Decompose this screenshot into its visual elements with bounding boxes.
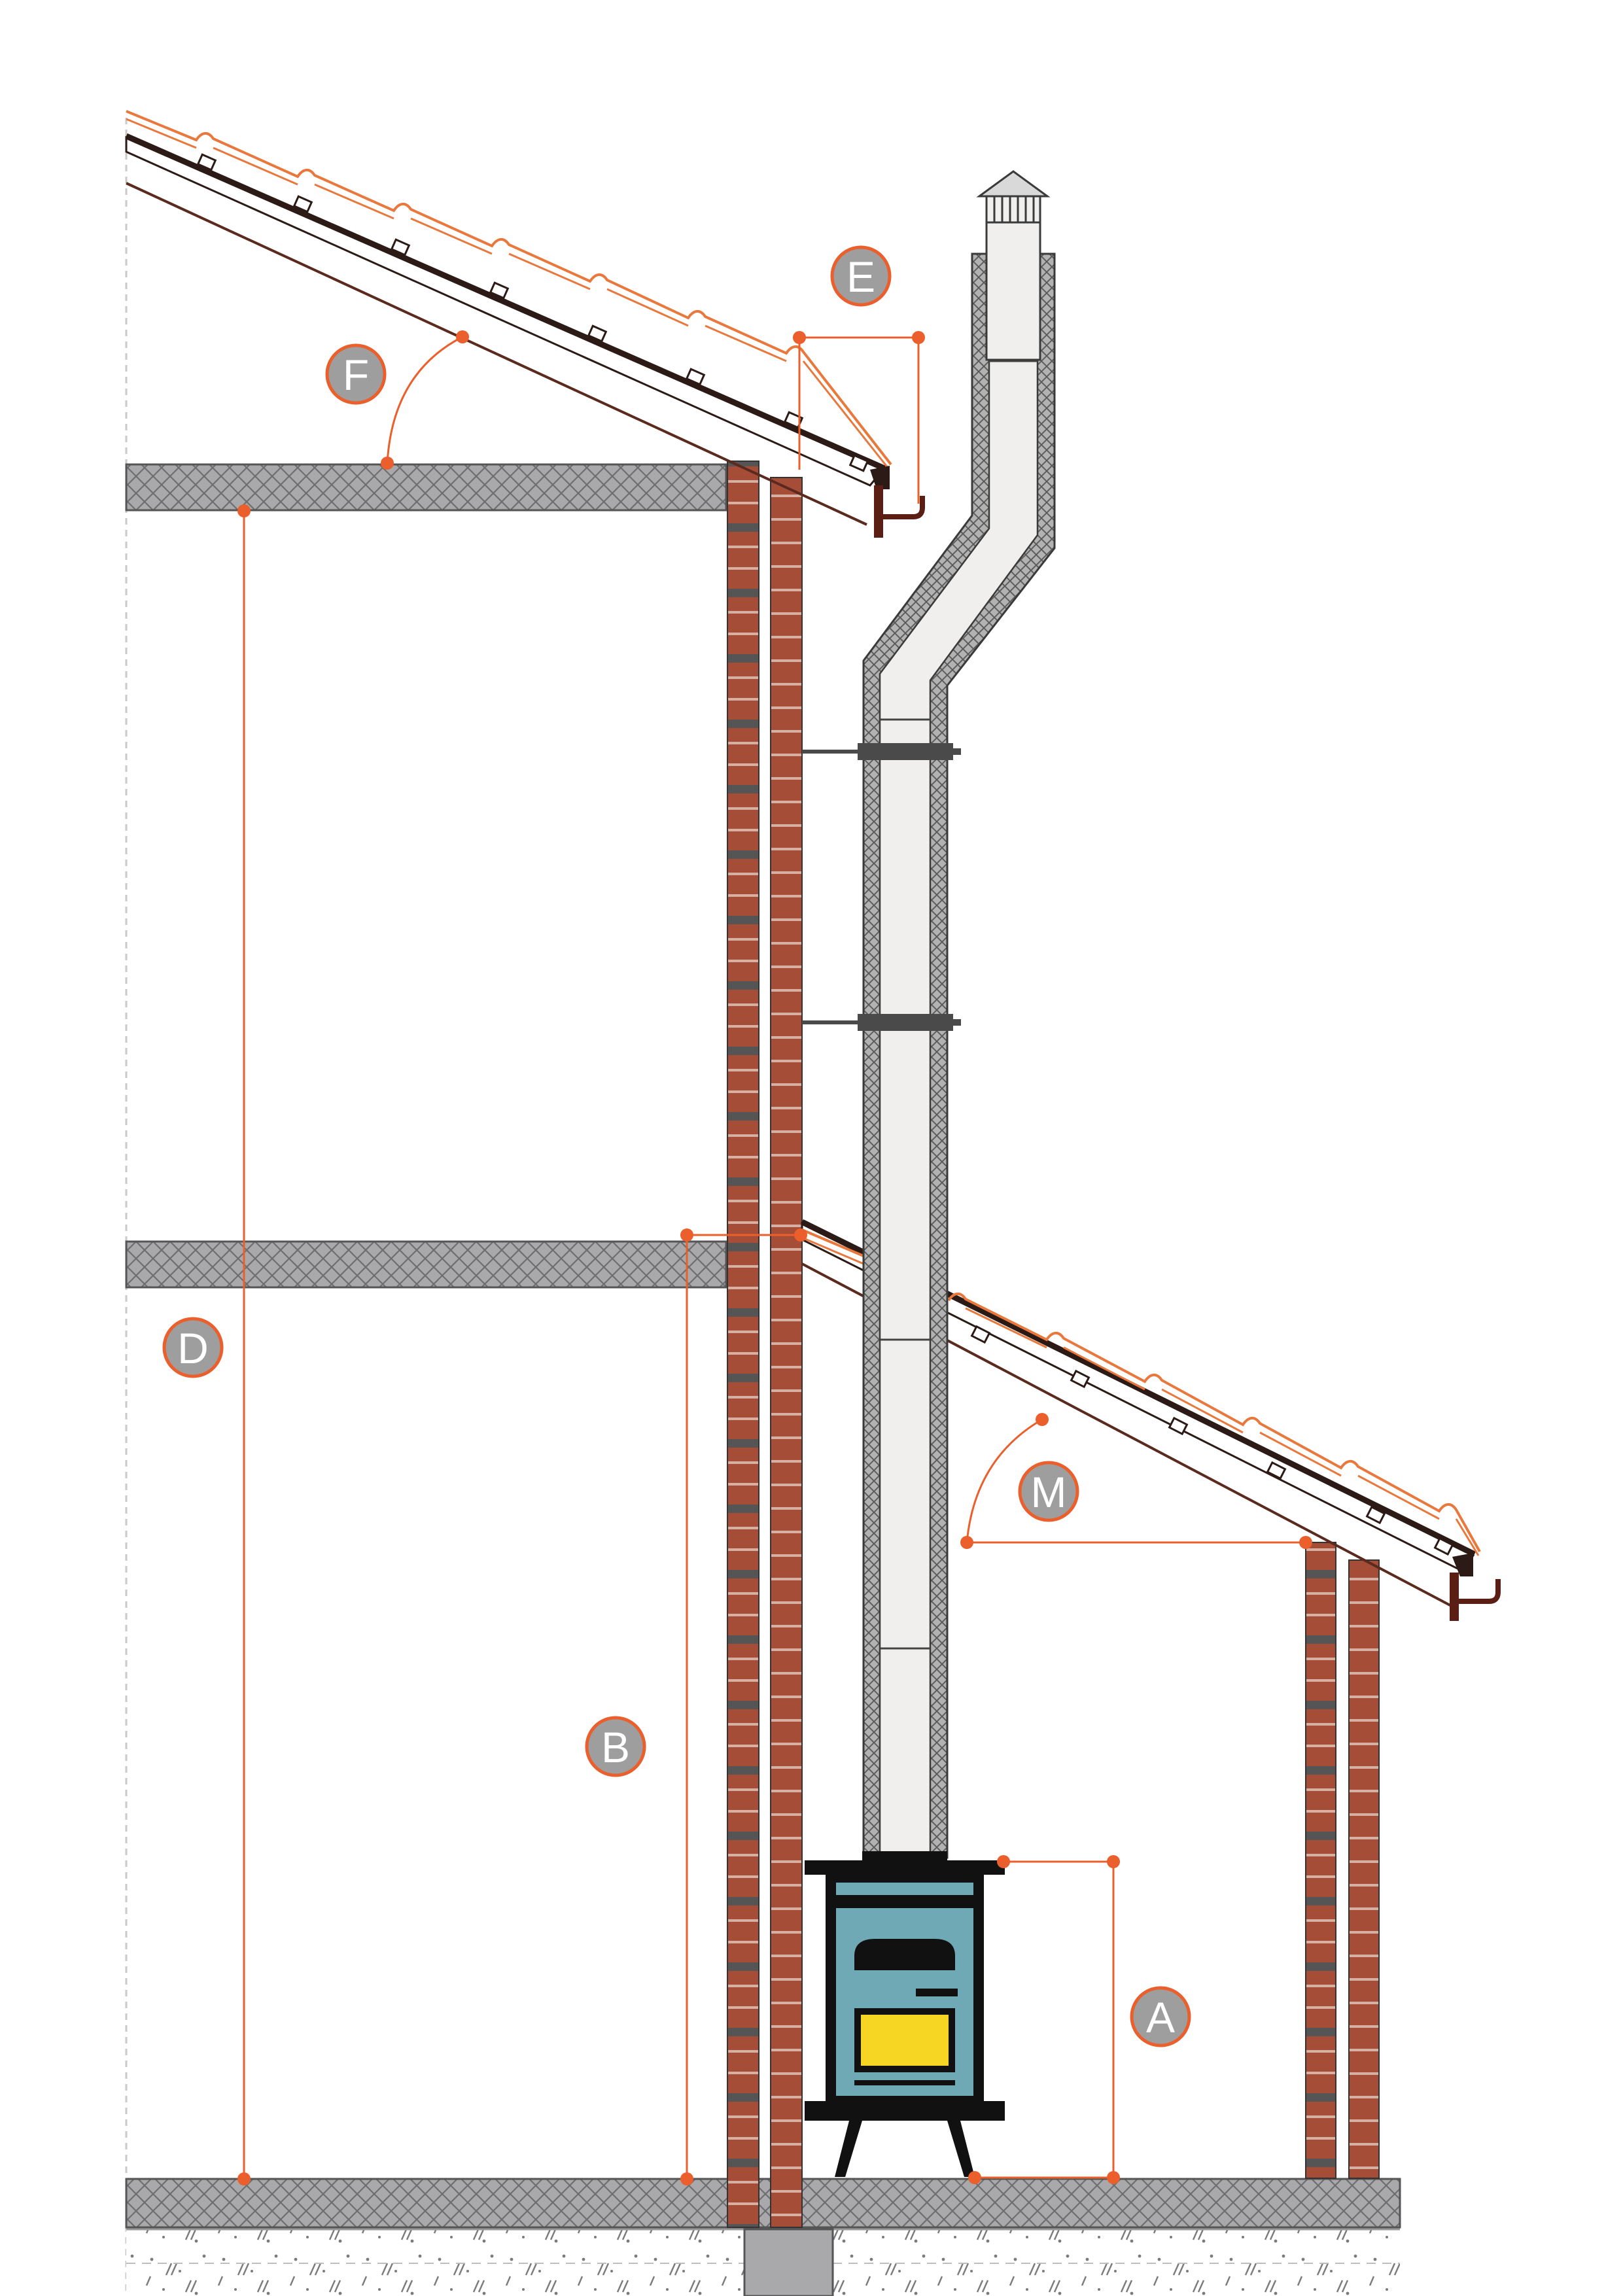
ground-floor-slab (125, 2178, 1401, 2229)
attic-floor-slab (125, 463, 727, 512)
first-floor-slab (125, 1240, 727, 1289)
dimension-lines (243, 336, 1306, 2179)
flue-pipe (802, 170, 1056, 1859)
label-b: B (601, 1723, 630, 1771)
label-badge-e: E (830, 245, 892, 307)
label-m: M (1031, 1468, 1067, 1516)
wood-stove-icon (805, 1851, 1005, 2177)
label-badge-m: M (1018, 1461, 1079, 1522)
label-a: A (1146, 1993, 1175, 2042)
label-badge-d: D (162, 1317, 224, 1378)
extension-wall-outer (1348, 1559, 1380, 2179)
label-e: E (846, 252, 875, 301)
brick-wall-outer (770, 477, 803, 2228)
brick-wall-inner (727, 461, 759, 2228)
extension-wall-inner (1305, 1542, 1336, 2179)
label-badge-a: A (1130, 1986, 1191, 2047)
label-badge-b: B (585, 1716, 646, 1777)
label-d: D (177, 1324, 209, 1372)
label-f: F (343, 351, 369, 399)
upper-roof (125, 110, 925, 538)
label-badge-f: F (325, 343, 387, 405)
dimension-points (237, 330, 1312, 2185)
chimney-foundation (743, 2228, 834, 2296)
